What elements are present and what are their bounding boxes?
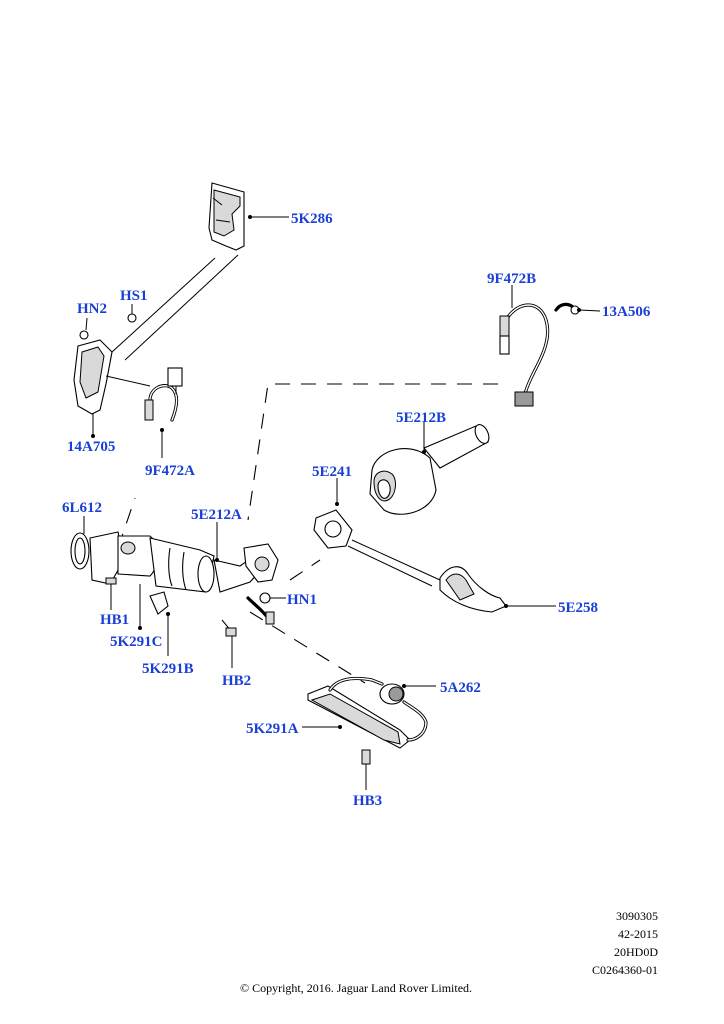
reference-line-1: 3090305 — [616, 909, 658, 923]
label-HB1[interactable]: HB1 — [100, 612, 129, 628]
catalyst-5E212A — [89, 522, 286, 668]
label-5E212A[interactable]: 5E212A — [191, 507, 242, 523]
bracket-14A705 — [73, 304, 151, 438]
oxygen-sensor-9F472B — [499, 285, 601, 407]
label-5K291C[interactable]: 5K291C — [110, 634, 163, 650]
heat-shield-5E258 — [439, 566, 556, 613]
reference-line-4: C0264360-01 — [592, 963, 658, 977]
label-HB2[interactable]: HB2 — [222, 673, 251, 689]
gasket-6L612 — [70, 516, 90, 570]
label-5E258[interactable]: 5E258 — [558, 600, 598, 616]
label-5K291A[interactable]: 5K291A — [246, 721, 299, 737]
catalyst-5E212B — [369, 422, 490, 515]
reference-line-2: 42-2015 — [618, 927, 658, 941]
reference-line-3: 20HD0D — [614, 945, 658, 959]
bracket-5K291A — [302, 676, 436, 790]
reference-codes: 3090305 42-2015 20HD0D C0264360-01 — [592, 907, 658, 979]
label-HS1[interactable]: HS1 — [120, 288, 148, 304]
label-5K291B[interactable]: 5K291B — [142, 661, 194, 677]
heat-shield-5K286 — [111, 182, 289, 361]
gasket-5E241 — [313, 478, 441, 587]
label-5K286[interactable]: 5K286 — [291, 211, 333, 227]
label-14A705[interactable]: 14A705 — [67, 439, 115, 455]
oxygen-sensor-9F472A — [144, 367, 183, 458]
label-6L612[interactable]: 6L612 — [62, 500, 102, 516]
label-13A506[interactable]: 13A506 — [602, 304, 651, 320]
copyright-notice: © Copyright, 2016. Jaguar Land Rover Lim… — [239, 981, 473, 995]
label-HN2[interactable]: HN2 — [77, 301, 107, 317]
label-9F472A[interactable]: 9F472A — [145, 463, 195, 479]
label-5A262[interactable]: 5A262 — [440, 680, 481, 696]
assembly-lines — [117, 383, 498, 684]
label-5E241[interactable]: 5E241 — [312, 464, 352, 480]
label-9F472B[interactable]: 9F472B — [487, 271, 536, 287]
part-labels: 5K286 HS1 HN2 14A705 9F472A 9F472B 13A50… — [62, 211, 651, 809]
label-5E212B[interactable]: 5E212B — [396, 410, 446, 426]
label-HB3[interactable]: HB3 — [353, 793, 382, 809]
label-HN1[interactable]: HN1 — [287, 592, 317, 608]
